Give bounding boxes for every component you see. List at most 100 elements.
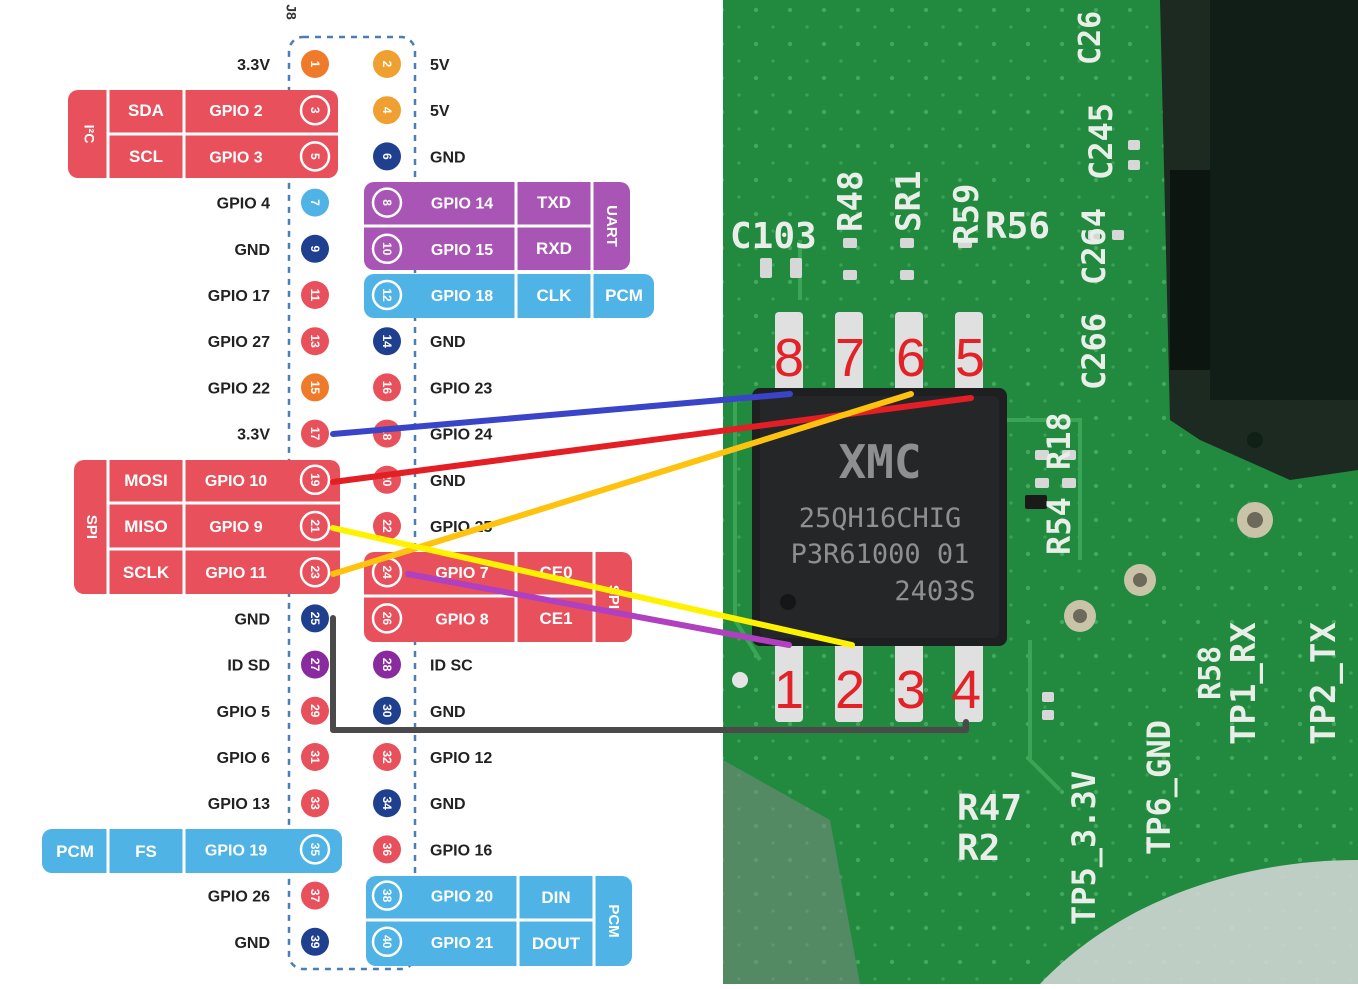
wire-gnd-to-pin4 — [330, 615, 969, 733]
chip-pin-6: 6 — [896, 328, 926, 388]
pin-30-circle — [373, 696, 401, 725]
mosi-label: MOSI — [124, 471, 167, 490]
pin-15-number: 15 — [308, 381, 322, 395]
pin-26-label: GPIO 8 — [435, 611, 488, 628]
i2c-label: I²C — [81, 125, 97, 144]
pin-34-label: GND — [430, 796, 466, 813]
pin-37: 37 GPIO 26 — [208, 881, 329, 910]
pin-39-number: 39 — [308, 935, 322, 949]
chip-brand: XMC — [838, 435, 921, 489]
label-tp2: TP2_TX — [1304, 622, 1344, 745]
pin-39-label: GND — [234, 935, 270, 952]
chip-pin-4: 4 — [951, 660, 981, 720]
pin-8-circle — [371, 187, 403, 218]
pin-1-label: 3.3V — [237, 57, 270, 74]
pin-38-circle — [371, 880, 403, 911]
pin-11-label: GPIO 17 — [208, 288, 270, 305]
pin-37-label: GPIO 26 — [208, 889, 270, 906]
pin-7-number: 7 — [308, 199, 322, 206]
pin-32-label: GPIO 12 — [430, 750, 492, 767]
pin-5-number: 5 — [308, 153, 322, 160]
pin-9-label: GND — [234, 242, 270, 259]
chip-lot: P3R61000 01 — [791, 539, 970, 570]
sda-label: SDA — [128, 101, 164, 120]
pin-25-label: GND — [234, 611, 270, 628]
pin-14-circle — [373, 327, 401, 356]
pin-33-number: 33 — [308, 797, 322, 811]
label-r48: R48 — [831, 171, 871, 232]
pin-1-number: 1 — [308, 61, 322, 68]
pin-2-label: 5V — [430, 57, 450, 74]
pin-4-number: 4 — [380, 107, 394, 114]
wire-3v3-to-pin8 — [330, 391, 793, 437]
pin-21-circle — [299, 510, 331, 542]
pin-3-circle — [299, 94, 331, 126]
pin-3-number: 3 — [308, 107, 322, 114]
pcb-photo — [723, 0, 1358, 984]
pin-31-label: GPIO 6 — [217, 750, 270, 767]
pin-14-number: 14 — [380, 335, 394, 349]
pin-40-label: GPIO 21 — [431, 935, 493, 952]
scl-label: SCL — [129, 147, 163, 166]
pin-1: 1 3.3V — [237, 50, 329, 78]
pin-2-circle — [373, 50, 401, 78]
pin-6-circle — [373, 142, 401, 171]
header-outline — [287, 35, 417, 971]
pin-9-number: 9 — [308, 245, 322, 252]
pin-28-number: 28 — [380, 658, 394, 672]
pin-5-circle — [299, 141, 331, 172]
uart-block — [364, 182, 630, 270]
flash-chip — [752, 312, 1007, 722]
pin-31-circle — [301, 743, 329, 771]
pin-3-label: GPIO 2 — [209, 103, 262, 120]
pin-17-label: 3.3V — [237, 427, 270, 444]
pin-19-number: 19 — [308, 473, 322, 487]
pin-17-circle — [301, 419, 329, 448]
pin-8-number: 8 — [380, 199, 394, 206]
pcm-data-group-label: PCM — [605, 904, 622, 937]
fs-label: FS — [135, 842, 157, 861]
label-c26: C26 — [1073, 11, 1108, 65]
pin-36-number: 36 — [380, 843, 394, 857]
label-r59: R59 — [947, 184, 987, 245]
header-label: J8 — [283, 4, 299, 20]
pin-37-number: 37 — [308, 889, 322, 903]
pin-32-circle — [373, 743, 401, 771]
pin-12-circle — [371, 279, 403, 311]
pin-40-number: 40 — [380, 935, 394, 949]
pin-35-circle — [299, 834, 331, 865]
wire-mosi-to-pin5 — [330, 395, 974, 485]
pin-17: 173.3V — [237, 419, 329, 448]
pin-29-number: 29 — [308, 704, 322, 718]
pin-22-number: 22 — [380, 519, 394, 533]
chip-pin-7: 7 — [835, 328, 865, 388]
pin-15-circle — [301, 373, 329, 402]
pin-23-number: 23 — [308, 566, 322, 580]
pin-7-circle — [301, 188, 329, 217]
chip-pin-3: 3 — [896, 660, 926, 720]
ce1-label: CE1 — [539, 609, 572, 628]
pin-27-label: ID SD — [227, 658, 270, 675]
pin-11-number: 11 — [308, 289, 322, 302]
pin-15-label: GPIO 22 — [208, 380, 270, 397]
label-r47: R47 — [957, 788, 1022, 829]
pin-27-number: 27 — [308, 658, 322, 672]
chip-pin-5: 5 — [955, 328, 985, 388]
uart-label: UART — [603, 205, 620, 247]
i2c-block — [68, 90, 338, 178]
pin-1-circle — [301, 50, 329, 78]
pin-14-label: GND — [430, 334, 466, 351]
din-label: DIN — [541, 888, 570, 907]
label-c103: C103 — [730, 216, 817, 257]
label-tp6: TP6_GND — [1140, 720, 1178, 855]
pin-34-circle — [373, 789, 401, 818]
